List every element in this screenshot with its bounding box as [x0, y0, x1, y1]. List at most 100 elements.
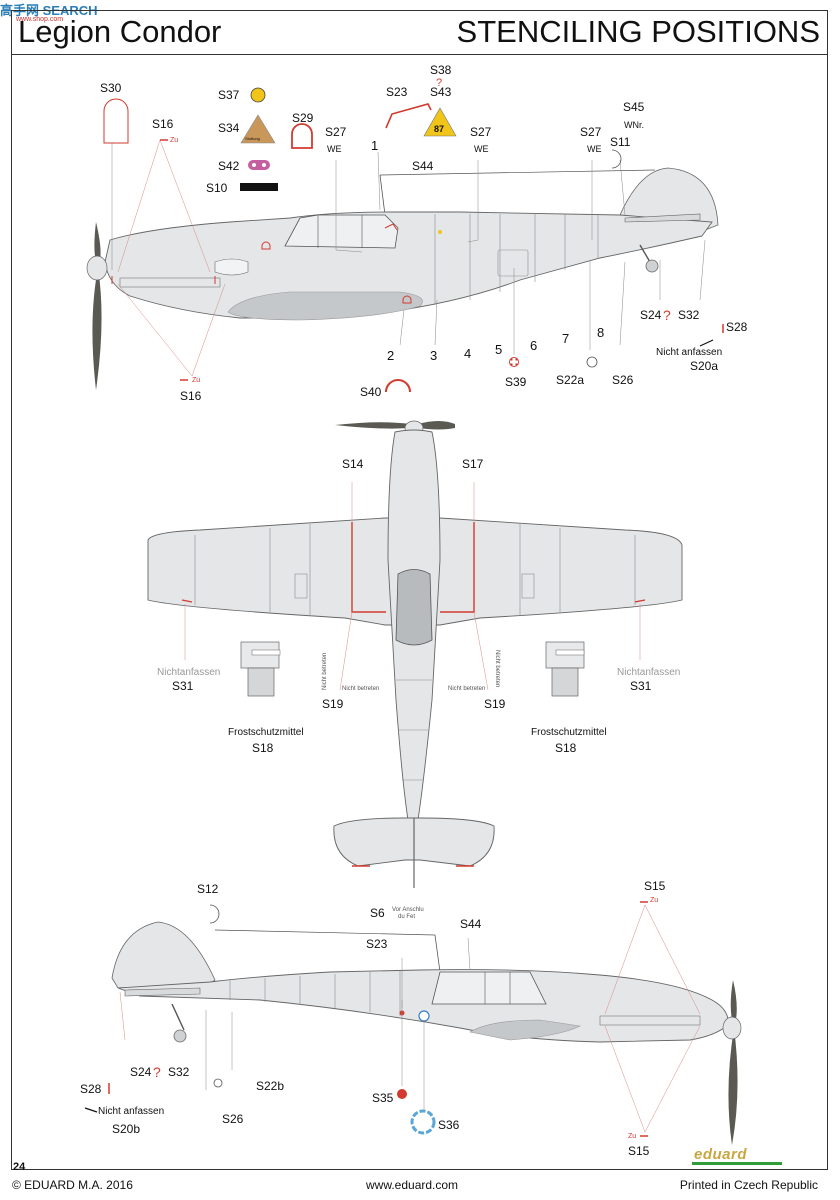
nichtanfassen-right: Nichtanfassen	[617, 667, 680, 678]
wnr: WNr.	[624, 120, 644, 130]
s24-question-mark: ?	[663, 307, 671, 323]
zu-bottom-bottom-view: Zu	[628, 1133, 636, 1140]
tail-strut	[639, 244, 651, 263]
number-leaders	[111, 142, 706, 355]
label-s19-left: S19	[322, 697, 344, 711]
nicht-anfassen-bottom: Nicht anfassen	[98, 1106, 164, 1117]
header-divider	[11, 54, 828, 55]
label-s34: S34	[218, 121, 240, 135]
label-s6: S6	[370, 906, 385, 920]
label-s24-bottom: S24	[130, 1065, 152, 1079]
nicht-betreten-3: Nicht betreten	[322, 653, 328, 690]
s34-triangle-icon	[240, 114, 276, 144]
zu-top-bottom-view: Zu	[650, 897, 658, 904]
label-s37: S37	[218, 88, 240, 102]
page-number: 24	[13, 1161, 26, 1173]
nichtanfassen-left: Nichtanfassen	[157, 667, 220, 678]
s36-ring-icon	[410, 1109, 436, 1135]
label-s27-b: S27	[470, 125, 492, 139]
eduard-logo: eduard	[694, 1146, 748, 1163]
exhaust-row-bottom	[599, 1015, 701, 1026]
label-s18-left: S18	[252, 741, 274, 755]
label-s27-a: S27	[325, 125, 347, 139]
label-s29: S29	[292, 111, 314, 125]
label-s23-bottom: S23	[366, 937, 388, 951]
footer-printed: Printed in Czech Republic	[679, 1178, 818, 1192]
we-b: WE	[474, 144, 489, 154]
nicht-betreten-2: Nicht betreten	[448, 686, 485, 692]
supercharger-intake	[214, 258, 249, 276]
label-s15-top: S15	[644, 879, 666, 893]
s42-dot-icon	[252, 163, 256, 167]
du-fet: du Fet	[398, 914, 415, 920]
tail-wheel-bottom	[173, 1029, 187, 1043]
nicht-betreten-4: Nicht betreten	[494, 650, 500, 687]
label-s40: S40	[360, 385, 382, 399]
label-s27-c: S27	[580, 125, 602, 139]
label-s20b: S20b	[112, 1122, 140, 1136]
tail-wheel	[645, 259, 659, 273]
number-4: 4	[464, 346, 471, 361]
label-s28-bottom: S28	[80, 1082, 102, 1096]
s23-bracket-icon	[385, 103, 432, 129]
plan-leaders	[184, 482, 641, 691]
propeller-top-view	[86, 222, 108, 390]
nicht-anfassen-top: Nicht anfassen	[656, 347, 722, 358]
s37-yellow-circle-icon	[250, 87, 266, 103]
s42-dot-icon	[262, 163, 266, 167]
label-s28: S28	[726, 320, 748, 334]
wheel-panel-left	[240, 641, 281, 697]
frost-right: Frostschutzmittel	[531, 727, 607, 738]
we-a: WE	[327, 144, 342, 154]
number-1: 1	[371, 138, 378, 153]
page-frame	[11, 10, 828, 1170]
plan-panel-lines	[194, 524, 636, 781]
wheel-panel-right	[545, 641, 585, 697]
label-s20a: S20a	[690, 359, 718, 373]
s43-triangle-icon	[423, 107, 457, 137]
label-s36: S36	[438, 1118, 460, 1132]
number-5: 5	[495, 342, 502, 357]
eduard-logo-bar	[692, 1162, 782, 1165]
tailplane	[624, 213, 701, 223]
prop-blade-left	[335, 422, 410, 429]
tailplane-bottom	[124, 987, 201, 997]
vor-anschluss: Vor Anschlu	[392, 907, 424, 913]
number-3: 3	[430, 348, 437, 363]
label-s11: S11	[610, 135, 631, 149]
s29-arch-icon	[291, 123, 313, 149]
label-s26-bottom: S26	[222, 1112, 244, 1126]
leader-lines-bottom	[119, 904, 701, 1133]
s11-bracket-icon	[611, 149, 622, 169]
zu-bottom: Zu	[192, 377, 200, 384]
label-s35: S35	[372, 1091, 394, 1105]
blue-ring-marker	[418, 1010, 430, 1022]
watermark-sub: www.shop.com	[16, 16, 64, 23]
s10-black-plate-icon	[240, 183, 278, 191]
s38-question-mark: ?	[436, 77, 442, 89]
label-s24: S24	[640, 308, 662, 322]
side-view-top: S30 S16 S16 S37 S34 S29 S42 S10 S27 S23 …	[86, 63, 748, 403]
side-view-bottom: S12 S15 S15 S6 S44 S23 S24 S32 ? S28 S22…	[80, 879, 742, 1158]
s42-pill-icon	[248, 160, 270, 170]
label-s19-right: S19	[484, 697, 506, 711]
antenna-wire	[379, 169, 656, 176]
tail-fin-bottom	[111, 921, 216, 991]
badge-87: 87	[434, 124, 444, 134]
s22b-ring-icon	[213, 1078, 223, 1088]
stiftung-text: Stuttung	[245, 136, 260, 141]
page-title-left: Legion Condor	[18, 14, 222, 49]
label-s31-left: S31	[172, 679, 194, 693]
label-s44: S44	[412, 159, 434, 173]
number-6: 6	[530, 338, 537, 353]
we-c: WE	[587, 144, 602, 154]
label-s15-bottom: S15	[628, 1144, 650, 1158]
label-s45: S45	[623, 100, 645, 114]
label-s43: S43	[430, 85, 452, 99]
label-s14: S14	[342, 457, 364, 471]
number-8: 8	[597, 325, 604, 340]
label-s16-bottom: S16	[180, 389, 202, 403]
plan-view: S14 S17 Nichtanfassen Nichtanfassen S31 …	[147, 420, 683, 888]
